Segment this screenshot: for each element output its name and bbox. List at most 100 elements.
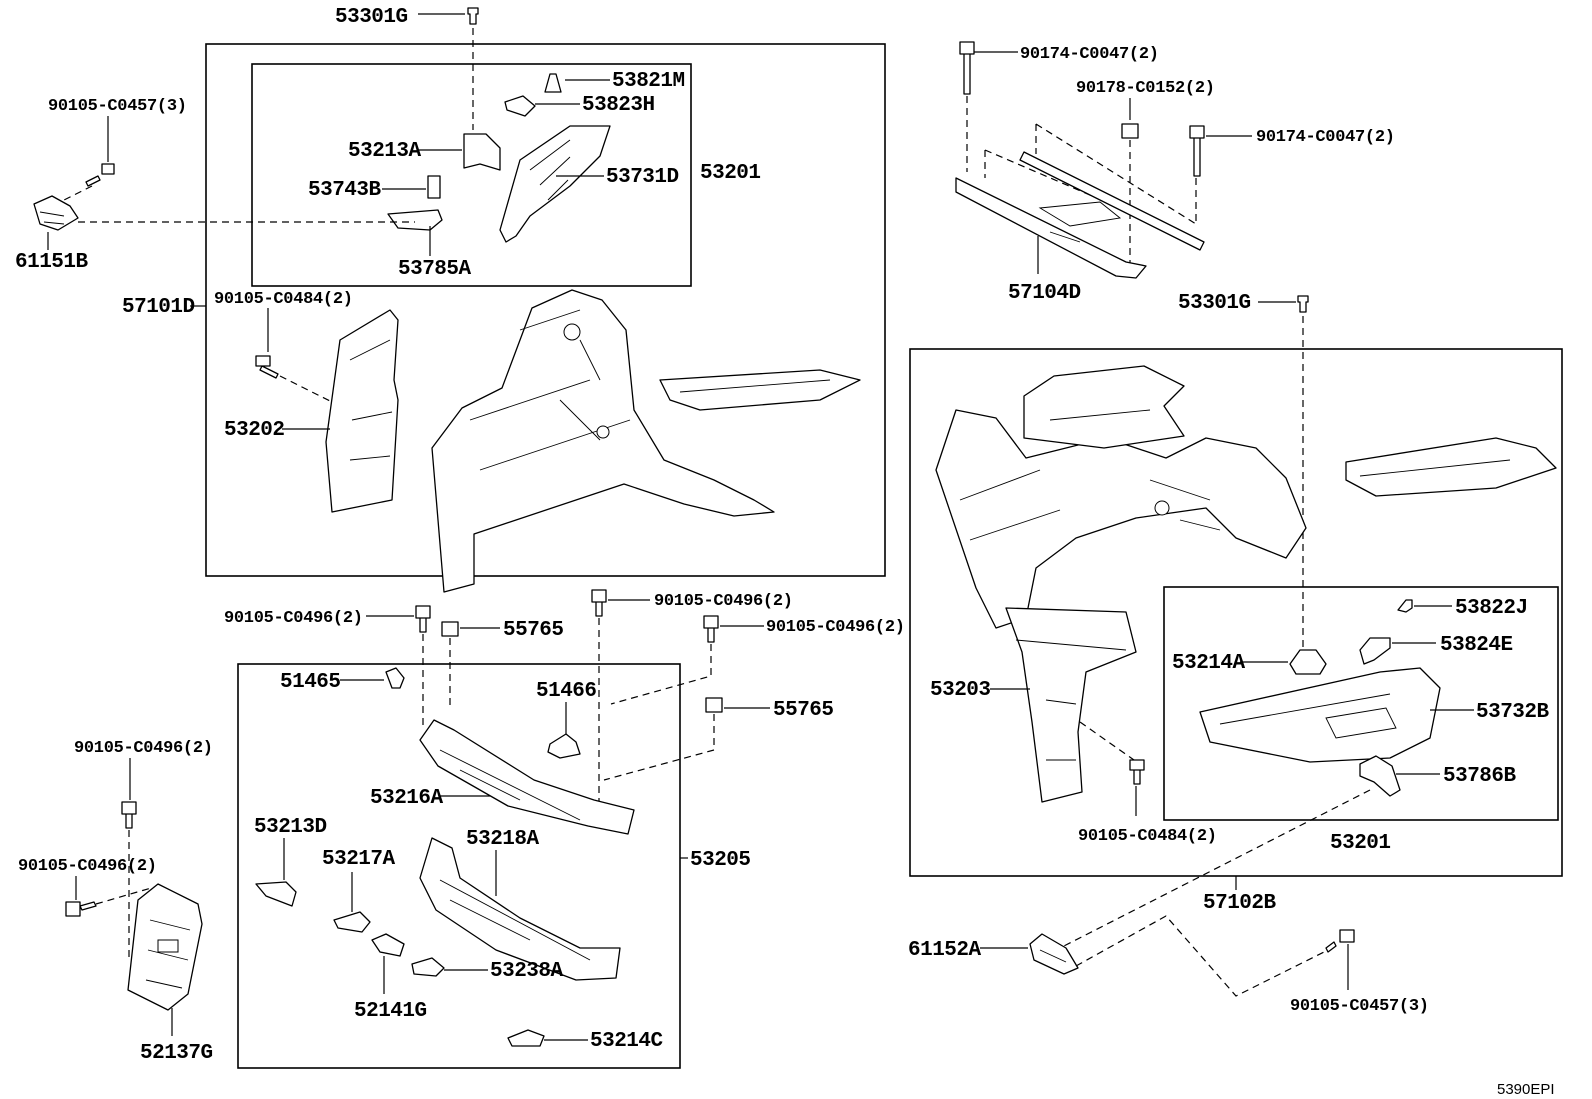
part-53217A <box>333 911 371 933</box>
label-bolt-90105-C0496-b[interactable]: 90105-C0496(2) <box>654 592 793 611</box>
part-52141G <box>371 933 405 957</box>
part-53824E <box>1359 637 1391 665</box>
part-53202-apron <box>325 309 399 513</box>
label-51465[interactable]: 51465 <box>280 671 341 694</box>
left-assembly-group: 53301G 53821M 53823H 53213A 53731D 53201… <box>122 6 886 593</box>
bolt-90105-C0496-lower-a <box>121 801 137 829</box>
bolt-90105-C0484-left <box>255 355 279 379</box>
bolt-90105-C0496-lower-b <box>65 901 97 917</box>
right-subassembly-box <box>1163 586 1559 821</box>
label-bolt-90105-C0496-c[interactable]: 90105-C0496(2) <box>766 618 905 637</box>
left-subassembly-box <box>251 63 692 287</box>
part-53214A <box>1289 649 1327 675</box>
part-51465 <box>385 667 405 689</box>
part-53213A <box>463 133 501 171</box>
part-53731D <box>499 125 611 243</box>
sensor-61151B <box>33 195 79 231</box>
label-53822J[interactable]: 53822J <box>1455 597 1528 620</box>
label-53216A[interactable]: 53216A <box>370 787 444 810</box>
label-51466[interactable]: 51466 <box>536 680 597 703</box>
crossmember-57104D <box>955 177 1147 279</box>
right-sensor-group: 61152A 90105-C0457(3) <box>908 915 1429 1016</box>
bolt-90174-C0047-right <box>1189 125 1205 177</box>
label-53202[interactable]: 53202 <box>224 419 285 442</box>
part-53238A <box>411 957 445 977</box>
left-frame-body <box>431 289 775 593</box>
bolt-90105-C0457-left <box>85 163 115 187</box>
diagram-code: 5390EPI <box>1497 1081 1555 1098</box>
label-bolt-90105-C0496-lower-a[interactable]: 90105-C0496(2) <box>74 739 213 758</box>
part-53743B <box>427 175 441 199</box>
label-bolt-90174-C0047-top[interactable]: 90174-C0047(2) <box>1020 45 1159 64</box>
label-61151B[interactable]: 61151B <box>15 251 89 274</box>
label-53214C[interactable]: 53214C <box>590 1030 664 1053</box>
part-53823H <box>504 95 536 117</box>
label-53217A[interactable]: 53217A <box>322 848 396 871</box>
label-nut-55765-a[interactable]: 55765 <box>503 619 564 642</box>
label-nut-90178-C0152[interactable]: 90178-C0152(2) <box>1076 79 1215 98</box>
label-bolt-90105-C0457-right[interactable]: 90105-C0457(3) <box>1290 997 1429 1016</box>
part-53786B <box>1359 755 1401 797</box>
bolt-90105-C0496-a <box>415 605 431 633</box>
left-upper-panel <box>659 369 861 411</box>
part-53213D <box>255 881 297 907</box>
label-bolt-90105-C0496-a[interactable]: 90105-C0496(2) <box>224 609 363 628</box>
bolt-90105-C0457-right <box>1325 929 1355 953</box>
label-53218A[interactable]: 53218A <box>466 828 540 851</box>
label-53213D[interactable]: 53213D <box>254 816 327 839</box>
label-53731D[interactable]: 53731D <box>606 166 679 189</box>
lower-bracket-group: 90105-C0496(2) 90105-C0496(2) 52137G <box>18 739 213 1065</box>
part-53785A <box>387 209 443 231</box>
label-53823H[interactable]: 53823H <box>582 94 655 117</box>
label-53214A[interactable]: 53214A <box>1172 652 1246 675</box>
left-assembly-box <box>205 43 886 577</box>
label-57101D[interactable]: 57101D <box>122 296 195 319</box>
label-53743B[interactable]: 53743B <box>308 179 382 202</box>
clip-53301G-right <box>1297 295 1309 313</box>
label-nut-55765-b[interactable]: 55765 <box>773 699 834 722</box>
right-upper-rail <box>1023 365 1185 449</box>
label-53213A[interactable]: 53213A <box>348 140 422 163</box>
label-53203[interactable]: 53203 <box>930 679 991 702</box>
bolt-90105-C0496-c <box>703 615 719 643</box>
label-52137G[interactable]: 52137G <box>140 1042 213 1065</box>
sensor-61152A <box>1029 933 1079 975</box>
label-53301G-right[interactable]: 53301G <box>1178 292 1251 315</box>
label-61152A[interactable]: 61152A <box>908 939 982 962</box>
part-53732B <box>1199 667 1441 763</box>
label-bolt-90105-C0457-left[interactable]: 90105-C0457(3) <box>48 97 187 116</box>
label-53821M[interactable]: 53821M <box>612 70 685 93</box>
label-57102B[interactable]: 57102B <box>1203 892 1277 915</box>
radiator-support-group: 90105-C0496(2) 55765 90105-C0496(2) 9010… <box>224 589 905 1069</box>
label-bolt-90105-C0484-right[interactable]: 90105-C0484(2) <box>1078 827 1217 846</box>
part-53214C <box>507 1029 545 1047</box>
label-53201-right[interactable]: 53201 <box>1330 832 1391 855</box>
part-53821M <box>544 73 562 93</box>
left-sensor-group: 90105-C0457(3) 61151B <box>15 97 187 274</box>
label-bolt-90174-C0047-right[interactable]: 90174-C0047(2) <box>1256 128 1395 147</box>
part-53218A <box>419 837 621 981</box>
bolt-90105-C0496-b <box>591 589 607 617</box>
part-53822J <box>1397 599 1413 613</box>
label-53824E[interactable]: 53824E <box>1440 634 1513 657</box>
crossmember-group: 90174-C0047(2) 90178-C0152(2) 90174-C004… <box>955 41 1395 305</box>
label-57104D[interactable]: 57104D <box>1008 282 1081 305</box>
label-53238A[interactable]: 53238A <box>490 960 564 983</box>
part-53216A <box>419 719 635 835</box>
label-bolt-90105-C0496-lower-b[interactable]: 90105-C0496(2) <box>18 857 157 876</box>
label-53301G-top[interactable]: 53301G <box>335 6 408 29</box>
label-53205[interactable]: 53205 <box>690 849 751 872</box>
label-bolt-90105-C0484-left[interactable]: 90105-C0484(2) <box>214 290 353 309</box>
crossmember-57104D-bar <box>1019 151 1205 251</box>
label-52141G[interactable]: 52141G <box>354 1000 427 1023</box>
label-53786B[interactable]: 53786B <box>1443 765 1517 788</box>
nut-55765-a <box>441 621 459 637</box>
label-53732B[interactable]: 53732B <box>1476 701 1550 724</box>
label-53785A[interactable]: 53785A <box>398 258 472 281</box>
right-upper-panel <box>1345 437 1557 497</box>
bolt-90174-C0047-top <box>959 41 975 95</box>
clip-53301G-left <box>467 7 479 25</box>
label-53201-left[interactable]: 53201 <box>700 162 761 185</box>
nut-55765-b <box>705 697 723 713</box>
